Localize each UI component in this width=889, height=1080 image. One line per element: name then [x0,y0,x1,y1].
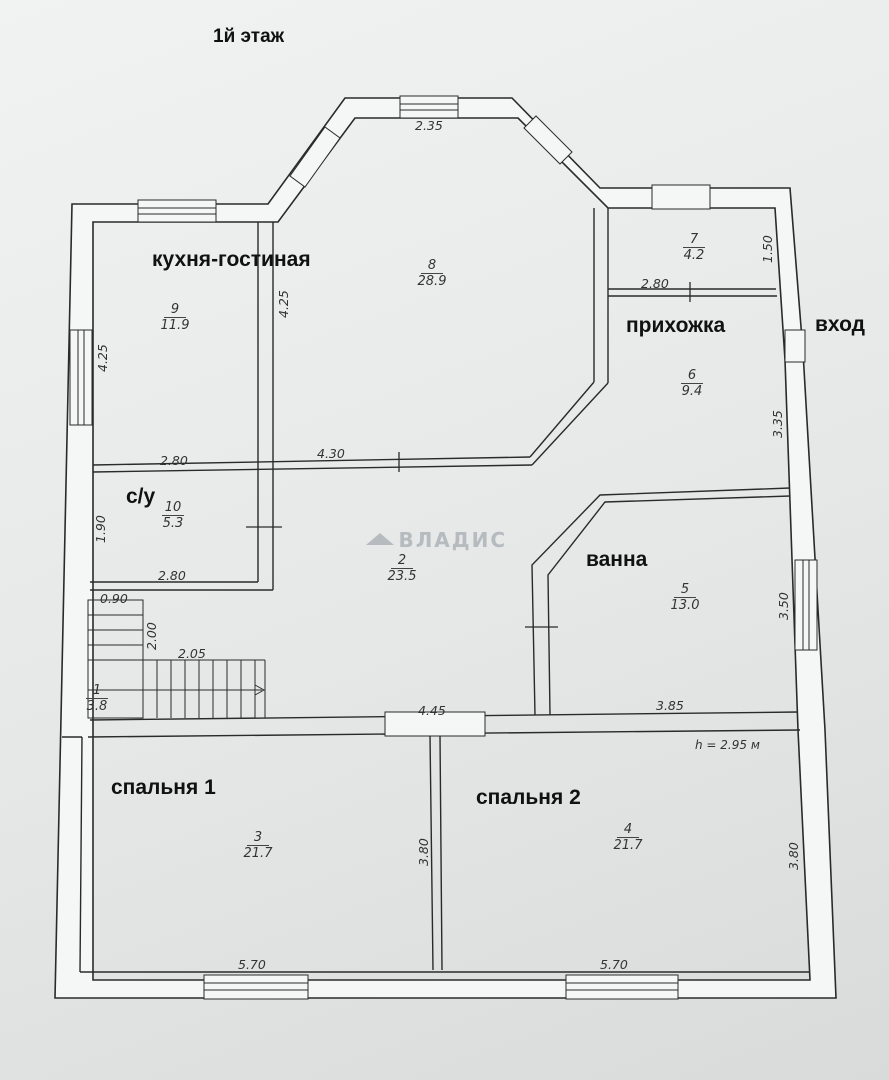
wall-segment [531,487,791,716]
floor-title: 1й этаж [213,26,285,47]
dimension-label: 2.80 [641,276,669,291]
dimension-label: 4.25 [95,344,110,372]
wall-segment [429,734,434,971]
dimension-label: 3.80 [786,842,801,870]
watermark: ВЛАДИС [366,528,507,552]
wc-label: с/у [126,485,156,508]
dimension-label: 2.80 [158,568,186,583]
wall-segment [529,381,595,458]
wall-segment [439,734,443,971]
window [523,115,573,165]
dimension-label: 2.00 [144,622,159,650]
dimension-label: 1.90 [93,515,108,543]
staircase [87,599,266,719]
dimension-label: 4.25 [276,290,291,318]
dimension-label: 2.05 [178,646,206,661]
bedroom2-label: спальня 2 [476,786,581,809]
dimension-label: 4.45 [418,703,446,718]
window [794,559,818,651]
window [137,199,217,223]
window [565,974,679,1000]
dimension-label: 3.50 [776,592,791,620]
entrance-label: вход [815,313,865,336]
window [203,974,309,1000]
dimension-label: 5.70 [600,957,628,972]
door [384,711,486,737]
window [651,184,711,210]
ceiling-height: h = 2.95 м [695,738,760,752]
bedroom1-label: спальня 1 [111,776,216,799]
wall-segment [531,382,609,466]
window [289,126,341,188]
house-icon [366,532,394,545]
wall-segment [547,495,791,716]
hallway-label: прихожка [626,314,726,337]
window [399,95,459,119]
dimension-label: 1.50 [760,235,775,263]
dimension-label: 3.80 [416,838,431,866]
bathroom-label: ванна [586,548,648,571]
dimension-label: 5.70 [238,957,266,972]
window [69,329,93,426]
kitchen-living-label: кухня-гостиная [152,248,311,271]
dimension-label: 4.30 [317,446,345,461]
dimension-label: 2.80 [160,453,188,468]
dimension-label: 3.35 [770,410,785,438]
dimension-label: 0.90 [100,591,128,606]
dimension-label: 2.35 [415,118,443,133]
dimension-label: 3.85 [656,698,684,713]
wall-segment [79,736,83,973]
wall-segment [92,456,531,466]
door [784,329,806,363]
wall-segment [92,464,533,473]
